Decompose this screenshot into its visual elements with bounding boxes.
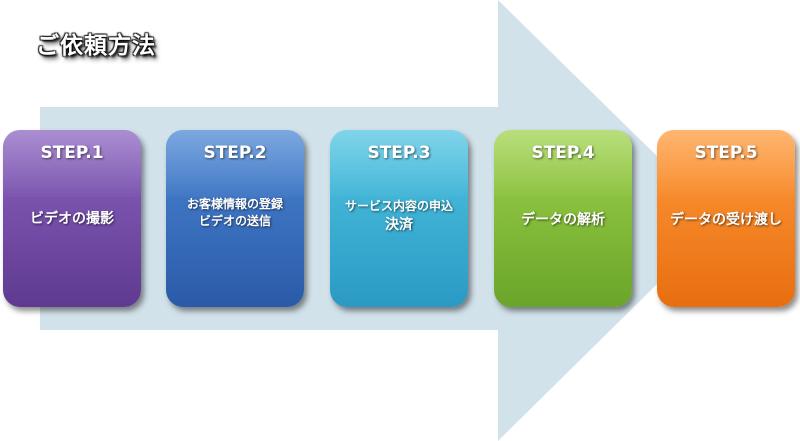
step-4-box: STEP.4 データの解析 (494, 130, 632, 307)
step-2-box: STEP.2 お客様情報の登録 ビデオの送信 (166, 130, 304, 307)
step-2-label: STEP.2 (203, 143, 267, 163)
step-1-line-1: ビデオの撮影 (30, 211, 114, 227)
step-5-box: STEP.5 データの受け渡し (657, 130, 795, 307)
step-1-description: ビデオの撮影 (5, 209, 139, 229)
step-5-description: データの受け渡し (659, 210, 793, 230)
step-3-box: STEP.3 サービス内容の申込 決済 (330, 130, 468, 307)
step-2-description: お客様情報の登録 ビデオの送信 (168, 196, 302, 231)
step-2-line-2: ビデオの送信 (198, 214, 271, 229)
step-2-line-1: お客様情報の登録 (186, 197, 283, 211)
step-4-description: データの解析 (496, 210, 630, 230)
step-5-label: STEP.5 (694, 143, 758, 163)
step-3-description: サービス内容の申込 決済 (332, 198, 466, 236)
page-title: ご依頼方法 (36, 33, 156, 59)
step-4-line-1: データの解析 (521, 212, 605, 228)
step-1-box: STEP.1 ビデオの撮影 (3, 130, 141, 307)
step-3-line-2: 決済 (385, 217, 413, 234)
step-1-label: STEP.1 (40, 143, 104, 163)
step-5-line-1: データの受け渡し (670, 212, 782, 228)
step-4-label: STEP.4 (531, 143, 595, 163)
step-3-label: STEP.3 (367, 143, 431, 163)
step-3-line-1: サービス内容の申込 (344, 199, 453, 213)
